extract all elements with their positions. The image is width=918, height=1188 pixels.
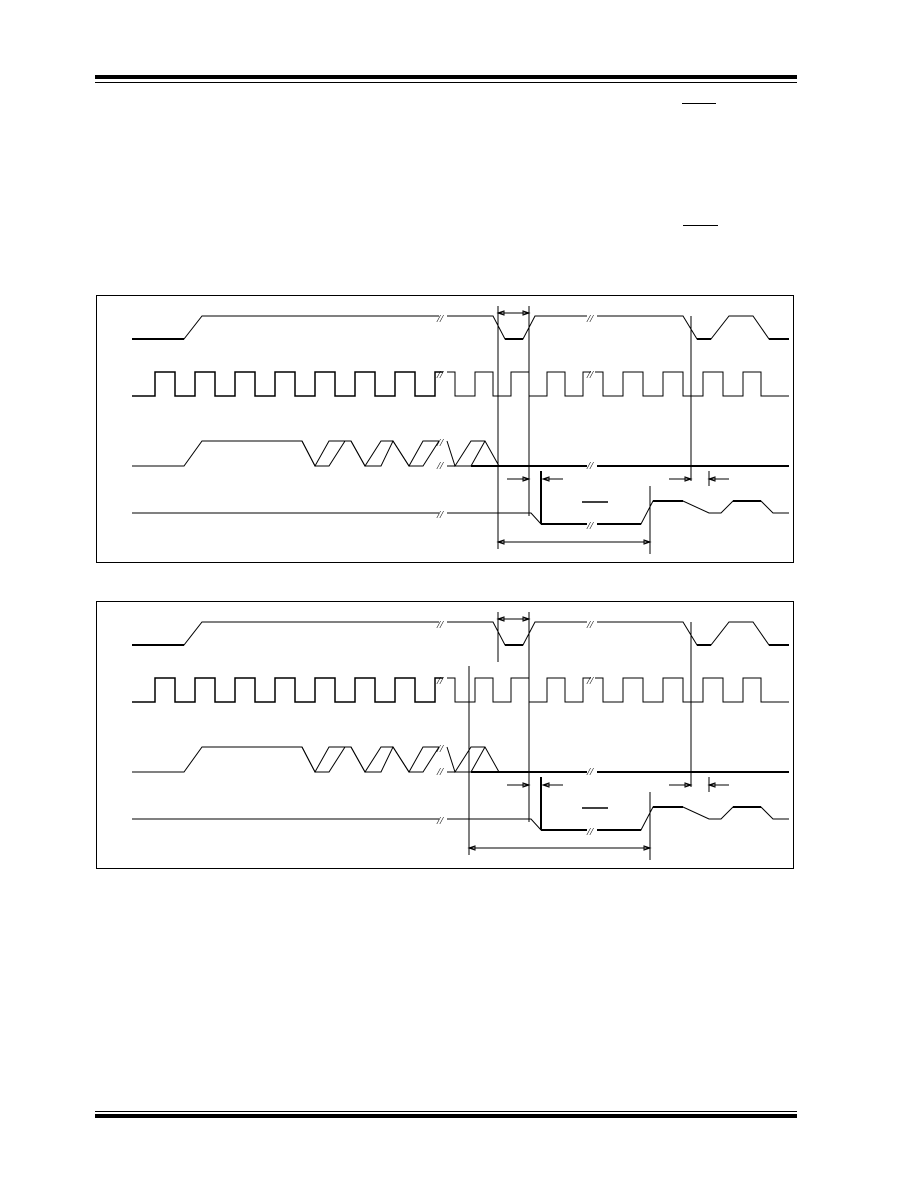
timing-arrow-top-head-r xyxy=(522,310,531,316)
timing-arrow-bottom-head-l xyxy=(467,845,476,851)
timing-diagram-1-svg: // // // // // // // // // xyxy=(132,306,789,554)
overbar-mark-1 xyxy=(682,103,716,104)
clock-trace-3 xyxy=(595,677,789,703)
header-rule-thin xyxy=(95,82,797,83)
timing-diagram-2: // // // // // // // // // xyxy=(96,601,794,869)
break-mark-clk-2: // xyxy=(586,675,594,687)
break-mark-dout: // xyxy=(436,815,444,827)
break-mark-din-2: // xyxy=(436,766,444,778)
break-mark-cs: // xyxy=(436,313,444,325)
timing-arrow-hold-left-head xyxy=(684,782,693,788)
timing-arrow-mid-left-head xyxy=(522,782,531,788)
timing-arrow-bottom-head-r xyxy=(643,845,652,851)
cs-signal-trace-seg2 xyxy=(447,621,587,646)
break-mark-din-1: // xyxy=(436,743,444,755)
timing-arrow-bottom-head-l xyxy=(496,539,505,545)
break-mark-cs-2: // xyxy=(586,619,594,631)
break-mark-dout-2: // xyxy=(586,826,594,838)
cs-signal-trace xyxy=(132,315,439,340)
footer-rule-thick xyxy=(95,1114,797,1118)
clock-trace-3 xyxy=(595,371,789,397)
break-mark-clk: // xyxy=(436,675,444,687)
timing-diagram-2-svg: // // // // // // // // // xyxy=(132,612,789,860)
break-mark-dout-2: // xyxy=(586,520,594,532)
data-in-trace xyxy=(132,746,439,774)
data-in-trace xyxy=(132,440,439,468)
break-mark-dout: // xyxy=(436,509,444,521)
header-rule-thick xyxy=(95,75,797,79)
clock-trace-1 xyxy=(132,371,443,397)
data-out-trace-2 xyxy=(447,512,587,525)
clock-trace-2 xyxy=(447,371,591,397)
data-in-trace-2-low xyxy=(447,440,486,467)
timing-arrow-top-head-l xyxy=(496,616,505,622)
overbar-mark-2 xyxy=(683,225,718,226)
break-mark-clk-2: // xyxy=(586,369,594,381)
cs-signal-trace-seg2 xyxy=(447,315,587,340)
break-mark-din-3: // xyxy=(586,460,594,472)
cs-signal-trace xyxy=(132,621,439,646)
timing-arrow-bottom-head-r xyxy=(643,539,652,545)
break-mark-din-2: // xyxy=(436,460,444,472)
break-mark-din-1: // xyxy=(436,437,444,449)
timing-arrow-hold-right-head xyxy=(707,476,716,482)
clock-trace-2 xyxy=(447,677,591,703)
break-mark-clk: // xyxy=(436,369,444,381)
timing-diagram-1: // // // // // // // // // xyxy=(96,295,794,563)
cs-signal-trace-seg3 xyxy=(597,621,789,646)
clock-trace-1 xyxy=(132,677,443,703)
timing-arrow-top-head-r xyxy=(522,616,531,622)
break-mark-cs: // xyxy=(436,619,444,631)
timing-arrow-top-head-l xyxy=(496,310,505,316)
footer-rule-thin xyxy=(95,1111,797,1112)
break-mark-din-3: // xyxy=(586,766,594,778)
timing-arrow-mid-right-head xyxy=(541,782,550,788)
data-in-trace-low xyxy=(301,439,440,467)
timing-arrow-hold-right-head xyxy=(707,782,716,788)
timing-arrow-mid-left-head xyxy=(522,476,531,482)
data-out-trace-3 xyxy=(597,500,789,525)
timing-arrow-hold-left-head xyxy=(684,476,693,482)
data-out-trace-3 xyxy=(597,806,789,831)
data-in-trace-low xyxy=(301,745,440,773)
data-in-trace-2-low xyxy=(447,746,486,773)
break-mark-cs-2: // xyxy=(586,313,594,325)
data-out-trace-2 xyxy=(447,818,587,831)
timing-arrow-mid-right-head xyxy=(541,476,550,482)
cs-signal-trace-seg3 xyxy=(597,315,789,340)
